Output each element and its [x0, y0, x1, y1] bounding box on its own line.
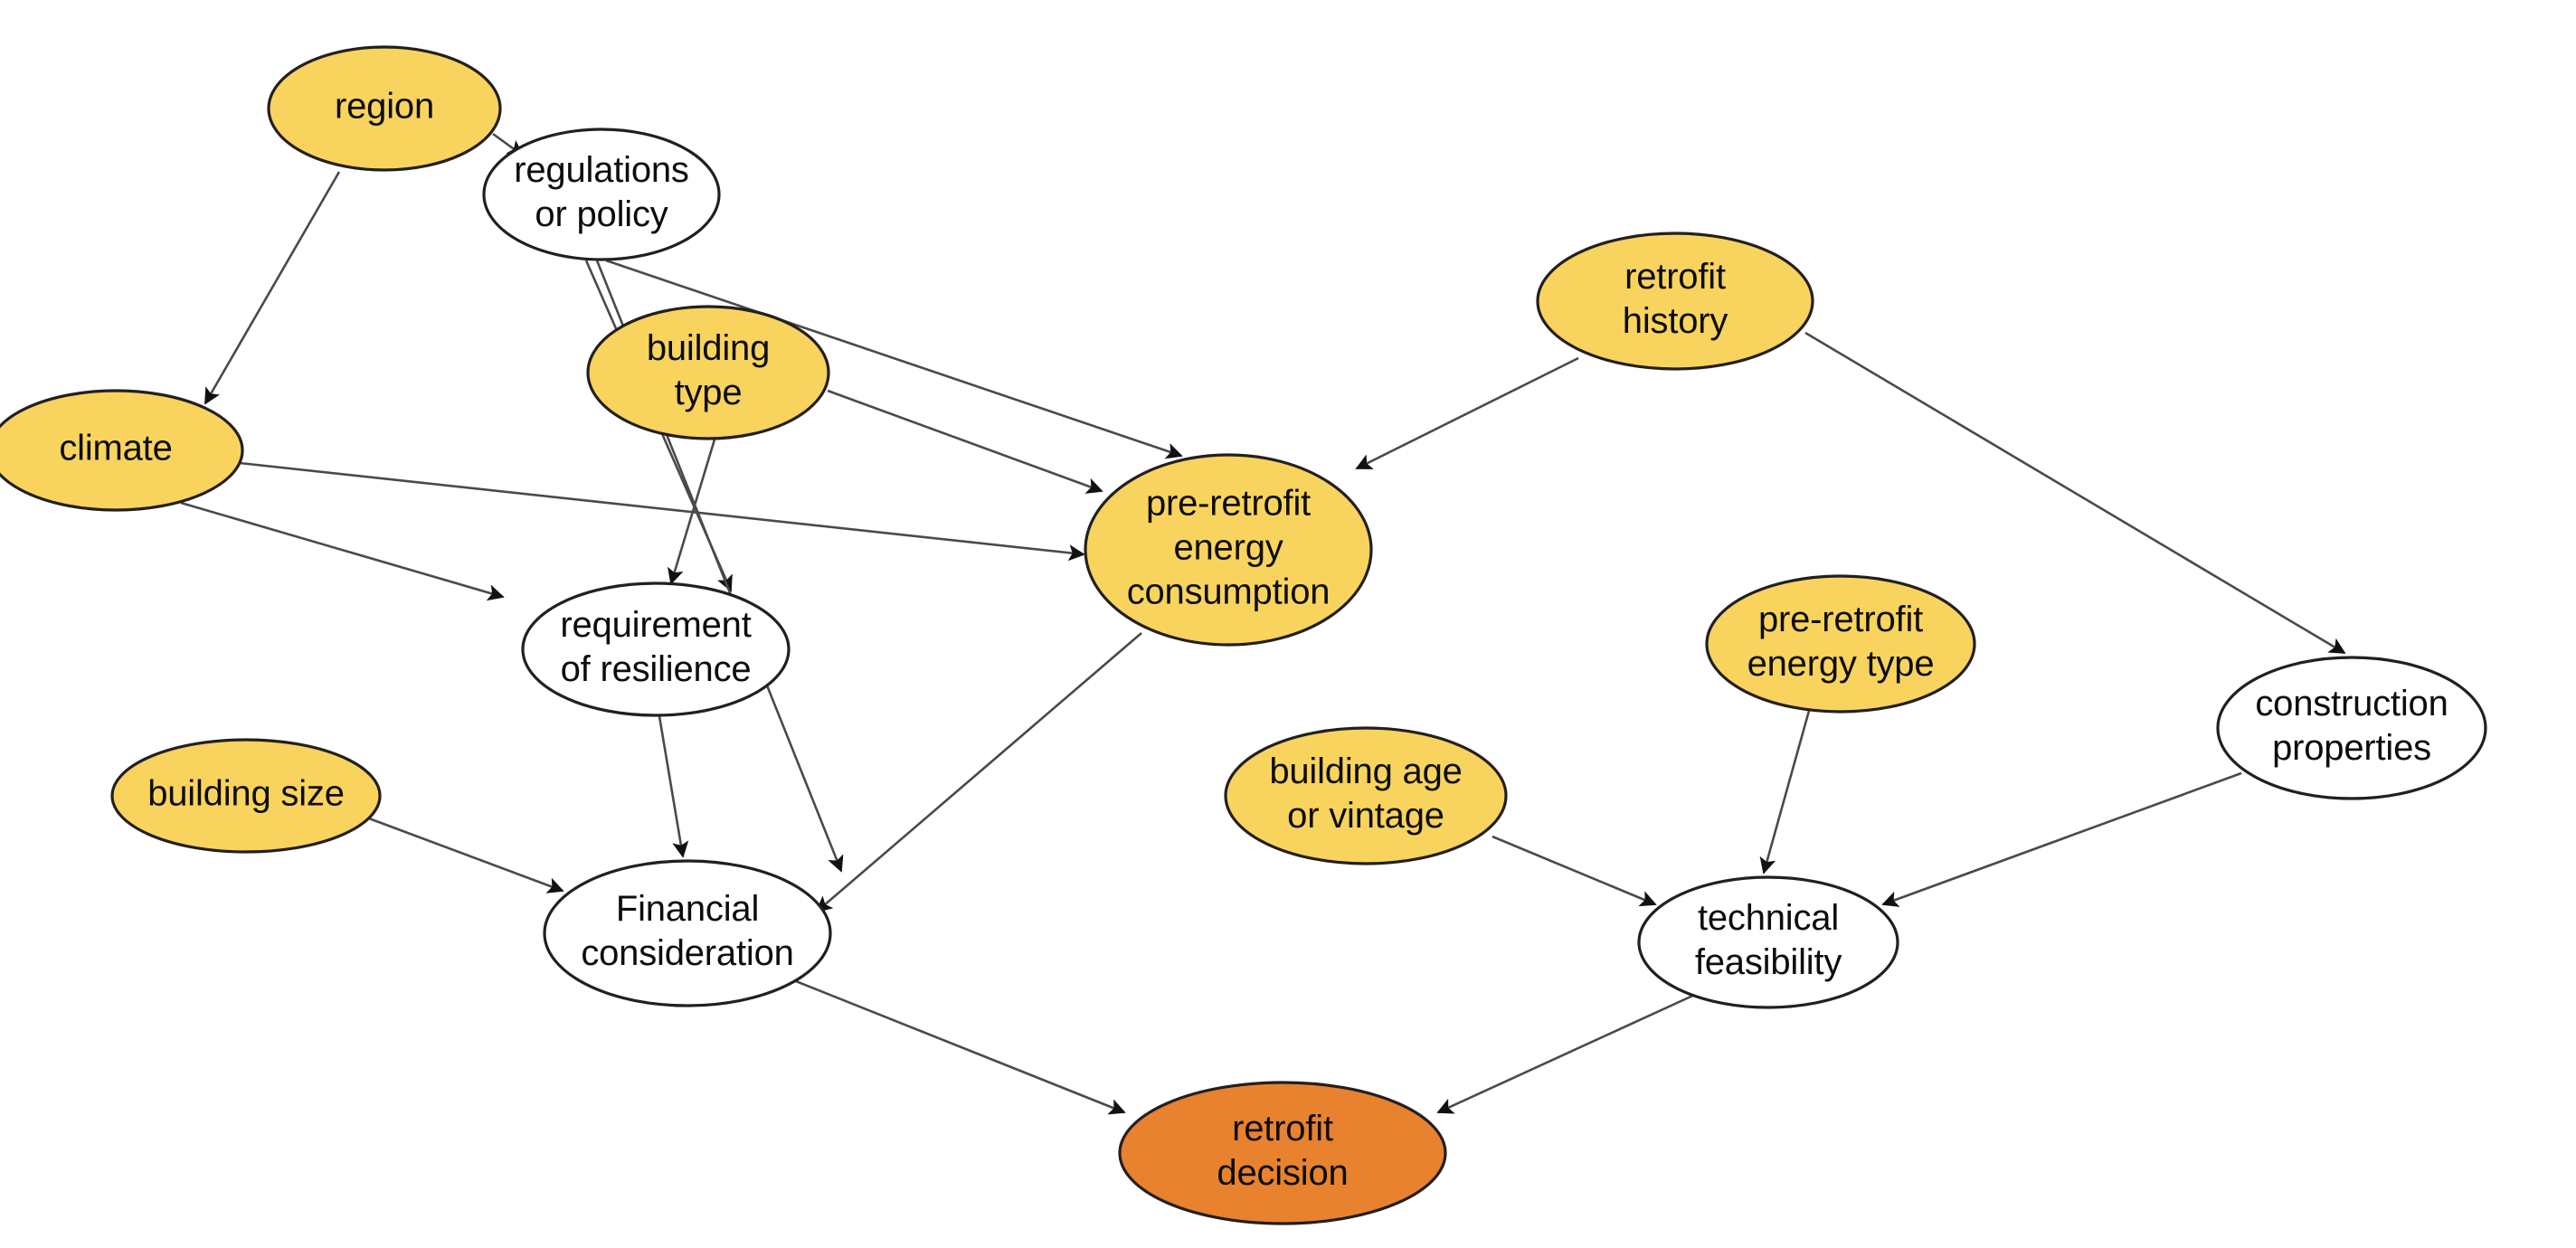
node-region[interactable]: region [267, 45, 502, 172]
edge-climate-to-pre-retrofit-energy-consumption [239, 461, 1085, 562]
edge-climate-to-requirement-of-resilience [180, 501, 505, 601]
node-shape-climate[interactable] [0, 389, 244, 512]
node-shape-retrofit-history[interactable] [1536, 232, 1814, 371]
edge-retrofit-history-to-construction-properties [1804, 331, 2346, 655]
edge-pre-retrofit-energy-type-to-technical-feasibility [1759, 710, 1811, 875]
node-shape-requirement-of-resilience[interactable] [521, 581, 791, 717]
node-shape-financial-consideration[interactable] [543, 859, 832, 1007]
edge-building-age-or-vintage-to-technical-feasibility [1492, 835, 1657, 907]
node-shape-building-type[interactable] [586, 305, 830, 440]
node-shape-pre-retrofit-energy-consumption[interactable] [1084, 453, 1373, 647]
node-shape-pre-retrofit-energy-type[interactable] [1705, 574, 1976, 714]
node-shape-retrofit-decision[interactable] [1118, 1081, 1447, 1225]
edge-pre-retrofit-energy-consumption-to-financial-consideration [815, 632, 1142, 913]
edge-financial-consideration-to-retrofit-decision [795, 979, 1126, 1115]
edge-region-to-climate [204, 171, 341, 405]
node-climate[interactable]: climate [0, 389, 244, 512]
node-shape-building-size[interactable] [110, 738, 382, 854]
edge-building-size-to-financial-consideration [368, 817, 564, 893]
edge-technical-feasibility-to-retrofit-decision [1436, 991, 1700, 1114]
node-shape-building-age-or-vintage[interactable] [1224, 726, 1508, 865]
edge-building-type-to-pre-retrofit-energy-consumption [827, 389, 1103, 494]
edge-regulations-or-policy-to-pre-retrofit-energy-consumption [605, 259, 1183, 459]
node-shape-region[interactable] [267, 45, 502, 172]
node-shape-technical-feasibility[interactable] [1637, 875, 1899, 1009]
node-shape-regulations-or-policy[interactable] [482, 128, 721, 261]
edges-layer [180, 132, 2346, 1115]
edge-requirement-of-resilience-to-financial-consideration [658, 715, 689, 858]
node-shape-construction-properties[interactable] [2216, 656, 2487, 800]
edge-construction-properties-to-technical-feasibility [1881, 771, 2242, 907]
edge-retrofit-history-to-pre-retrofit-energy-consumption [1355, 356, 1579, 470]
node-building-size[interactable]: building size [110, 738, 382, 854]
